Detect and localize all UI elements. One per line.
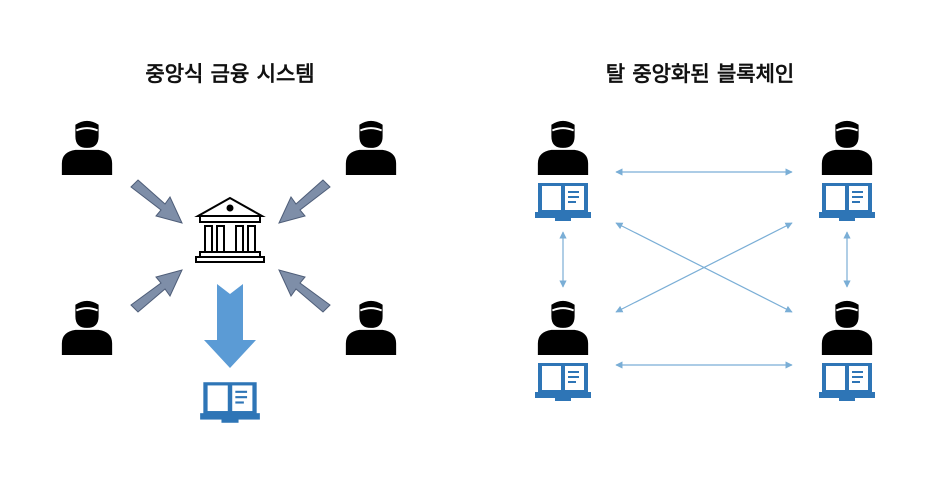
decentralized-title: 탈 중앙화된 블록체인 (605, 62, 795, 86)
ledger-book-icon (817, 362, 877, 402)
person-icon (536, 299, 590, 355)
centralized-title: 중앙식 금융 시스템 (145, 62, 315, 86)
person-icon (536, 119, 590, 175)
link-diagonal-up (615, 222, 793, 313)
ledger-book-icon (533, 362, 593, 402)
person-icon (344, 119, 398, 175)
ledger-book-icon (817, 182, 877, 222)
arrow-to-bank (278, 269, 331, 313)
person-icon (60, 119, 114, 175)
person-icon (60, 299, 114, 355)
bank-icon (194, 196, 266, 263)
ledger-book-icon (199, 381, 261, 424)
person-icon (344, 299, 398, 355)
arrow-to-bank (278, 179, 331, 224)
arrow-to-bank (130, 269, 183, 313)
arrow-to-ledger (204, 284, 256, 368)
person-icon (820, 119, 874, 175)
person-icon (820, 299, 874, 355)
arrow-to-bank (130, 179, 183, 224)
ledger-book-icon (533, 182, 593, 222)
